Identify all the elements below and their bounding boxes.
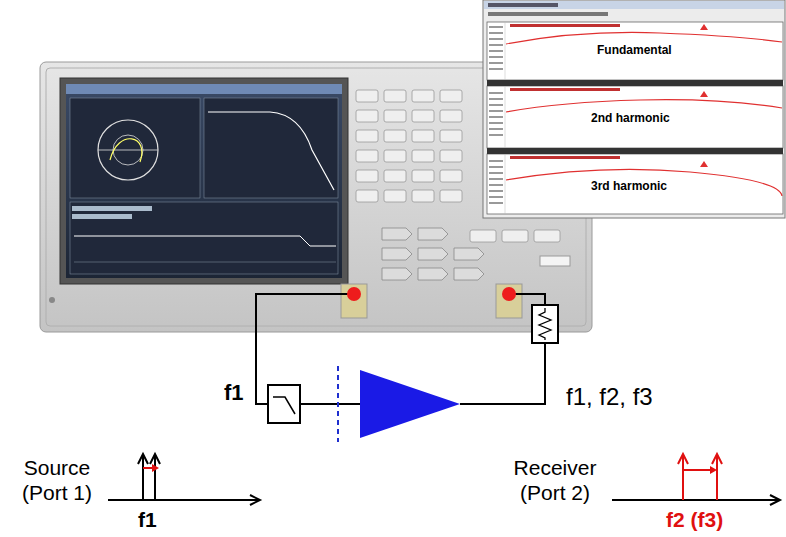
signal-name: f1	[224, 380, 244, 406]
plot-panel: 2nd harmonic	[487, 86, 783, 148]
plot-panel: Fundamental	[487, 22, 783, 80]
panel-title: 2nd harmonic	[589, 111, 672, 125]
plot-panel: 3rd harmonic	[487, 154, 783, 214]
frequency-label: f1	[138, 507, 157, 532]
port-label: Source (Port 1)	[8, 455, 106, 505]
panel-title: Fundamental	[595, 43, 674, 57]
frequency-label: f2 (f3)	[666, 507, 723, 532]
panel-title: 3rd harmonic	[589, 179, 669, 193]
port-label: Receiver (Port 2)	[502, 455, 608, 505]
signal-name: f1, f2, f3	[566, 383, 653, 412]
